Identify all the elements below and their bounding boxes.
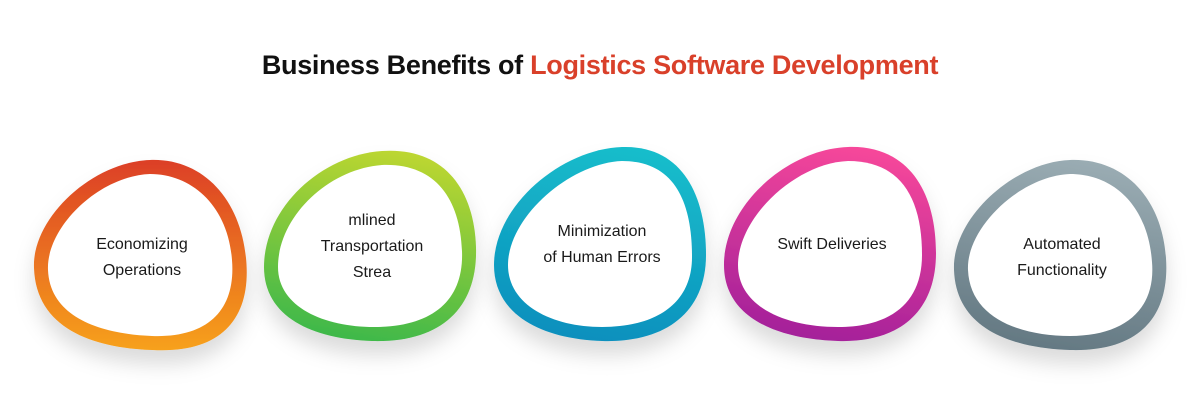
benefit-label-line: of Human Errors <box>543 249 661 266</box>
benefit-label-line: Operations <box>102 262 182 279</box>
benefit-automated-functionality: Automated Functionality <box>952 158 1172 358</box>
benefit-label-line: Automated <box>1023 236 1101 253</box>
blob-ring-icon <box>953 159 1167 351</box>
benefit-economizing-operations: Economizing Operations <box>32 158 252 358</box>
benefit-label-line: Economizing <box>96 236 188 253</box>
benefit-label-line: Strea <box>352 264 392 281</box>
benefit-label: Swift Deliveries <box>722 145 942 345</box>
benefit-label: Minimization of Human Errors <box>492 145 712 345</box>
benefit-swift-deliveries: Swift Deliveries <box>722 145 942 345</box>
page-title: Business Benefits of Logistics Software … <box>0 50 1200 81</box>
blob-ring-icon <box>33 159 247 351</box>
benefit-label-line: Transportation <box>320 238 424 255</box>
benefit-label-line: Swift Deliveries <box>777 236 887 253</box>
benefit-label-line: Minimization <box>557 223 647 240</box>
blob-ring-icon <box>494 146 706 342</box>
benefit-label-line: mlined <box>348 212 396 229</box>
title-text: Business Benefits of <box>261 50 531 80</box>
benefit-label: Economizing Operations <box>32 158 252 358</box>
blob-ring-icon <box>264 150 477 342</box>
benefit-label: Automated Functionality <box>952 158 1172 358</box>
benefit-streamlined-transportation: mlined Transportation Strea <box>262 147 482 347</box>
benefit-minimization-human-errors: Minimization of Human Errors <box>492 145 712 345</box>
benefit-label: mlined Transportation Strea <box>262 147 482 347</box>
title-accent-text: Logistics Software Development <box>530 50 939 80</box>
benefit-label-line: Functionality <box>1017 262 1107 279</box>
blob-ring-icon <box>724 146 936 342</box>
